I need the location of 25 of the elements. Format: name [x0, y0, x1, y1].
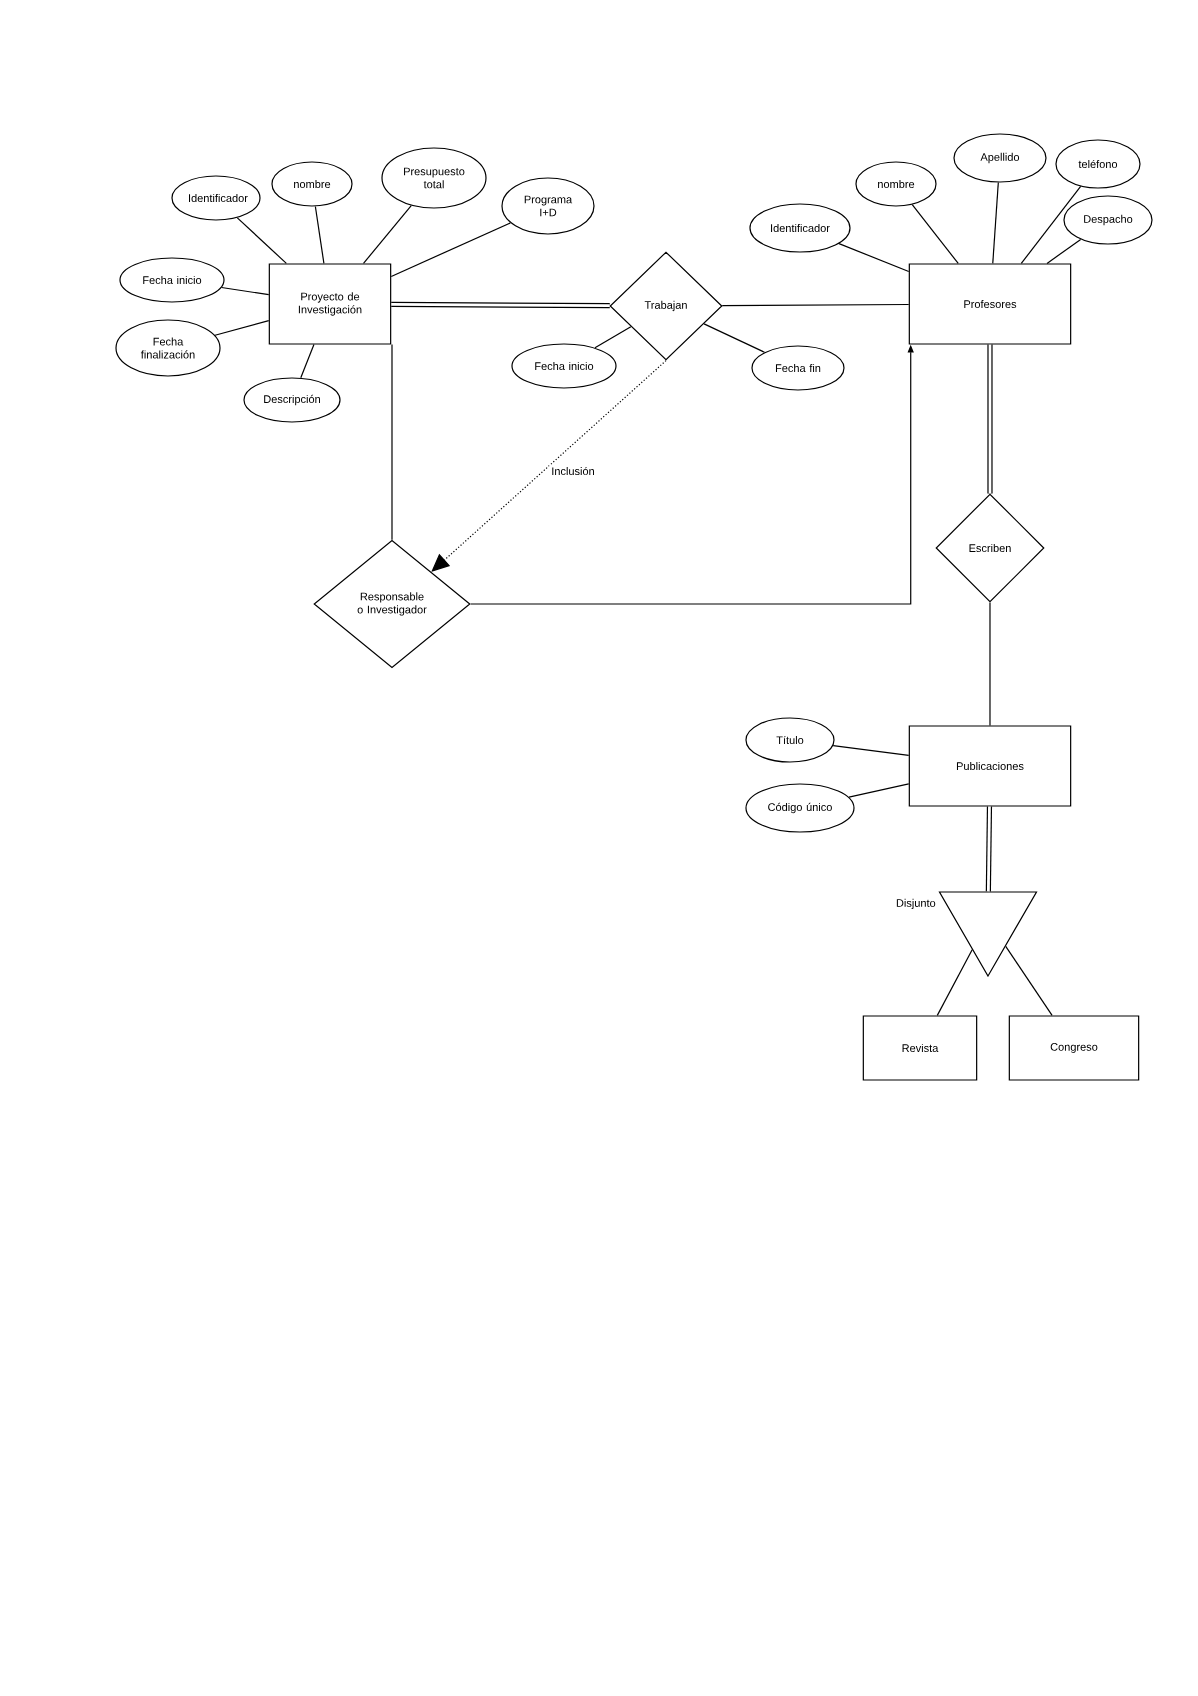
connector-line	[703, 323, 766, 353]
connector-line	[848, 783, 910, 798]
connector-line	[236, 217, 287, 264]
connector-line	[300, 344, 315, 379]
connector-line	[1046, 238, 1082, 264]
connector-line	[221, 286, 270, 296]
connector-line	[985, 806, 993, 892]
connector-line	[391, 301, 610, 309]
connector-line	[721, 303, 910, 307]
connector-line	[987, 344, 993, 494]
connector-line	[911, 204, 959, 264]
connector-line	[391, 344, 393, 541]
connector-line	[390, 222, 511, 278]
connector-line	[936, 949, 973, 1016]
connector-line	[214, 320, 270, 336]
connector-line	[832, 745, 910, 757]
connector-line	[838, 243, 910, 273]
connector-line	[989, 602, 991, 726]
connector-line	[1020, 185, 1082, 264]
arrow	[431, 360, 667, 572]
connector-line	[1005, 945, 1053, 1016]
connector-line	[314, 205, 325, 264]
connector-line	[594, 326, 632, 349]
connector-line	[992, 181, 999, 264]
connector-line	[362, 204, 412, 264]
